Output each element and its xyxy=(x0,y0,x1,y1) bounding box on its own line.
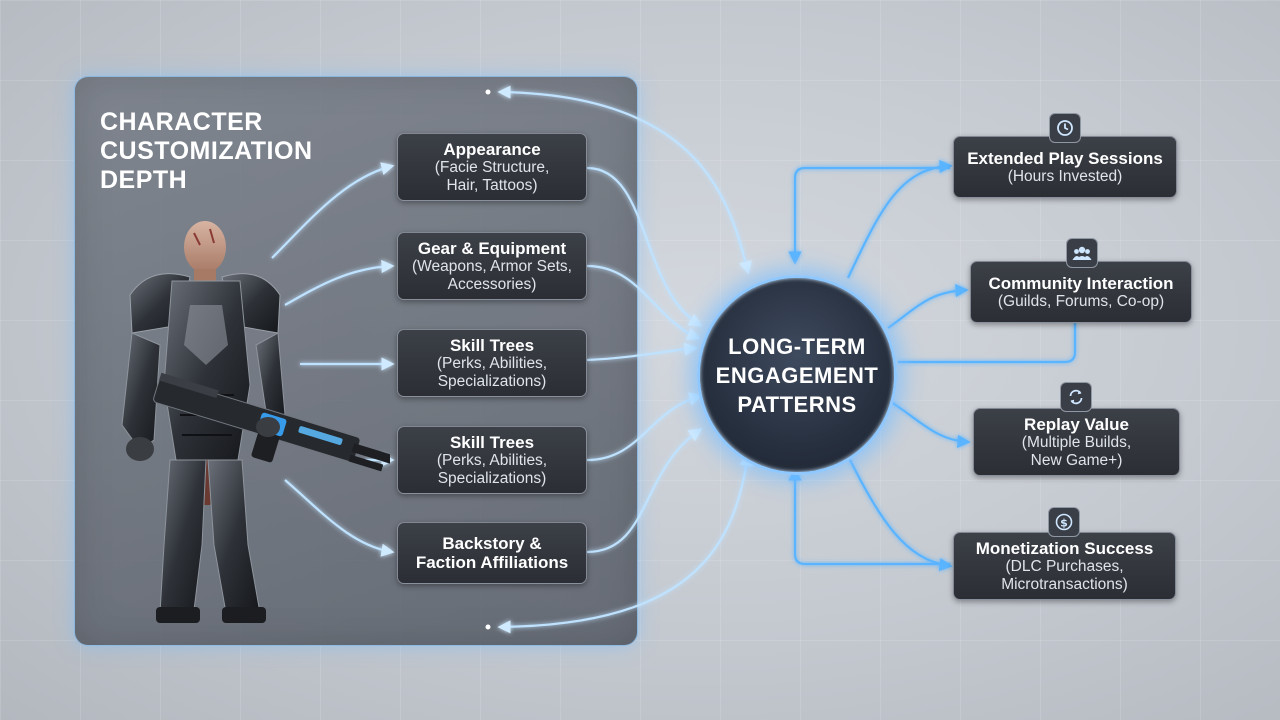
outcome-detail: (Hours Invested) xyxy=(1007,167,1123,185)
node-detail: (Facie Structure, xyxy=(434,158,550,176)
node-title: Appearance xyxy=(443,139,541,159)
refresh-icon xyxy=(1060,382,1092,412)
node-detail: Accessories) xyxy=(447,275,537,293)
node-backstory-faction: Backstory & Faction Affiliations xyxy=(397,522,587,584)
hub-label-line: PATTERNS xyxy=(737,391,857,417)
node-title-line2: Faction Affiliations xyxy=(415,553,569,572)
outcome-community-interaction: Community Interaction (Guilds, Forums, C… xyxy=(970,261,1192,323)
outcome-monetization-success: Monetization Success (DLC Purchases, Mic… xyxy=(953,532,1176,600)
outcome-title: Extended Play Sessions xyxy=(967,148,1163,168)
node-detail: Specializations) xyxy=(437,372,547,390)
panel-title-line: CHARACTER xyxy=(100,108,263,136)
outcome-title: Community Interaction xyxy=(988,273,1174,293)
panel-title-line: CUSTOMIZATION xyxy=(100,137,313,165)
node-title: Skill Trees xyxy=(449,335,535,355)
node-title: Gear & Equipment xyxy=(417,238,567,258)
clock-icon xyxy=(1049,113,1081,143)
outcome-detail: (Multiple Builds, xyxy=(1021,433,1132,451)
node-gear-equipment: Gear & Equipment (Weapons, Armor Sets, A… xyxy=(397,232,587,300)
node-detail: Hair, Tattoos) xyxy=(446,176,538,194)
outcome-replay-value: Replay Value (Multiple Builds, New Game+… xyxy=(973,408,1180,476)
node-detail: (Perks, Abilities, xyxy=(436,354,548,372)
outcome-detail: New Game+) xyxy=(1030,451,1123,469)
svg-text:$: $ xyxy=(1060,516,1068,529)
outcome-detail: Microtransactions) xyxy=(1001,575,1128,593)
node-skill-trees-1: Skill Trees (Perks, Abilities, Specializ… xyxy=(397,329,587,397)
outcome-detail: (DLC Purchases, xyxy=(1005,557,1124,575)
outcome-detail: (Guilds, Forums, Co-op) xyxy=(997,292,1165,310)
hub-label-line: LONG-TERM xyxy=(728,333,866,359)
node-detail: (Weapons, Armor Sets, xyxy=(412,257,572,275)
outcome-title: Replay Value xyxy=(1024,414,1129,434)
dollar-icon: $ xyxy=(1048,507,1080,537)
long-term-engagement-hub: LONG-TERM ENGAGEMENT PATTERNS xyxy=(697,275,897,475)
node-title: Skill Trees xyxy=(449,432,535,452)
outcome-extended-play-sessions: Extended Play Sessions (Hours Invested) xyxy=(953,136,1177,198)
outcome-title: Monetization Success xyxy=(975,538,1154,558)
hub-label-line: ENGAGEMENT xyxy=(715,362,879,388)
node-title: Backstory & xyxy=(442,534,542,553)
node-detail: Specializations) xyxy=(437,469,547,487)
node-appearance: Appearance (Facie Structure, Hair, Tatto… xyxy=(397,133,587,201)
node-skill-trees-2: Skill Trees (Perks, Abilities, Specializ… xyxy=(397,426,587,494)
armored-character-illustration xyxy=(121,221,390,623)
panel-title-line: DEPTH xyxy=(100,166,188,194)
node-detail: (Perks, Abilities, xyxy=(436,451,548,469)
users-icon xyxy=(1066,238,1098,268)
panel-title: CHARACTER CUSTOMIZATION DEPTH xyxy=(100,108,360,195)
